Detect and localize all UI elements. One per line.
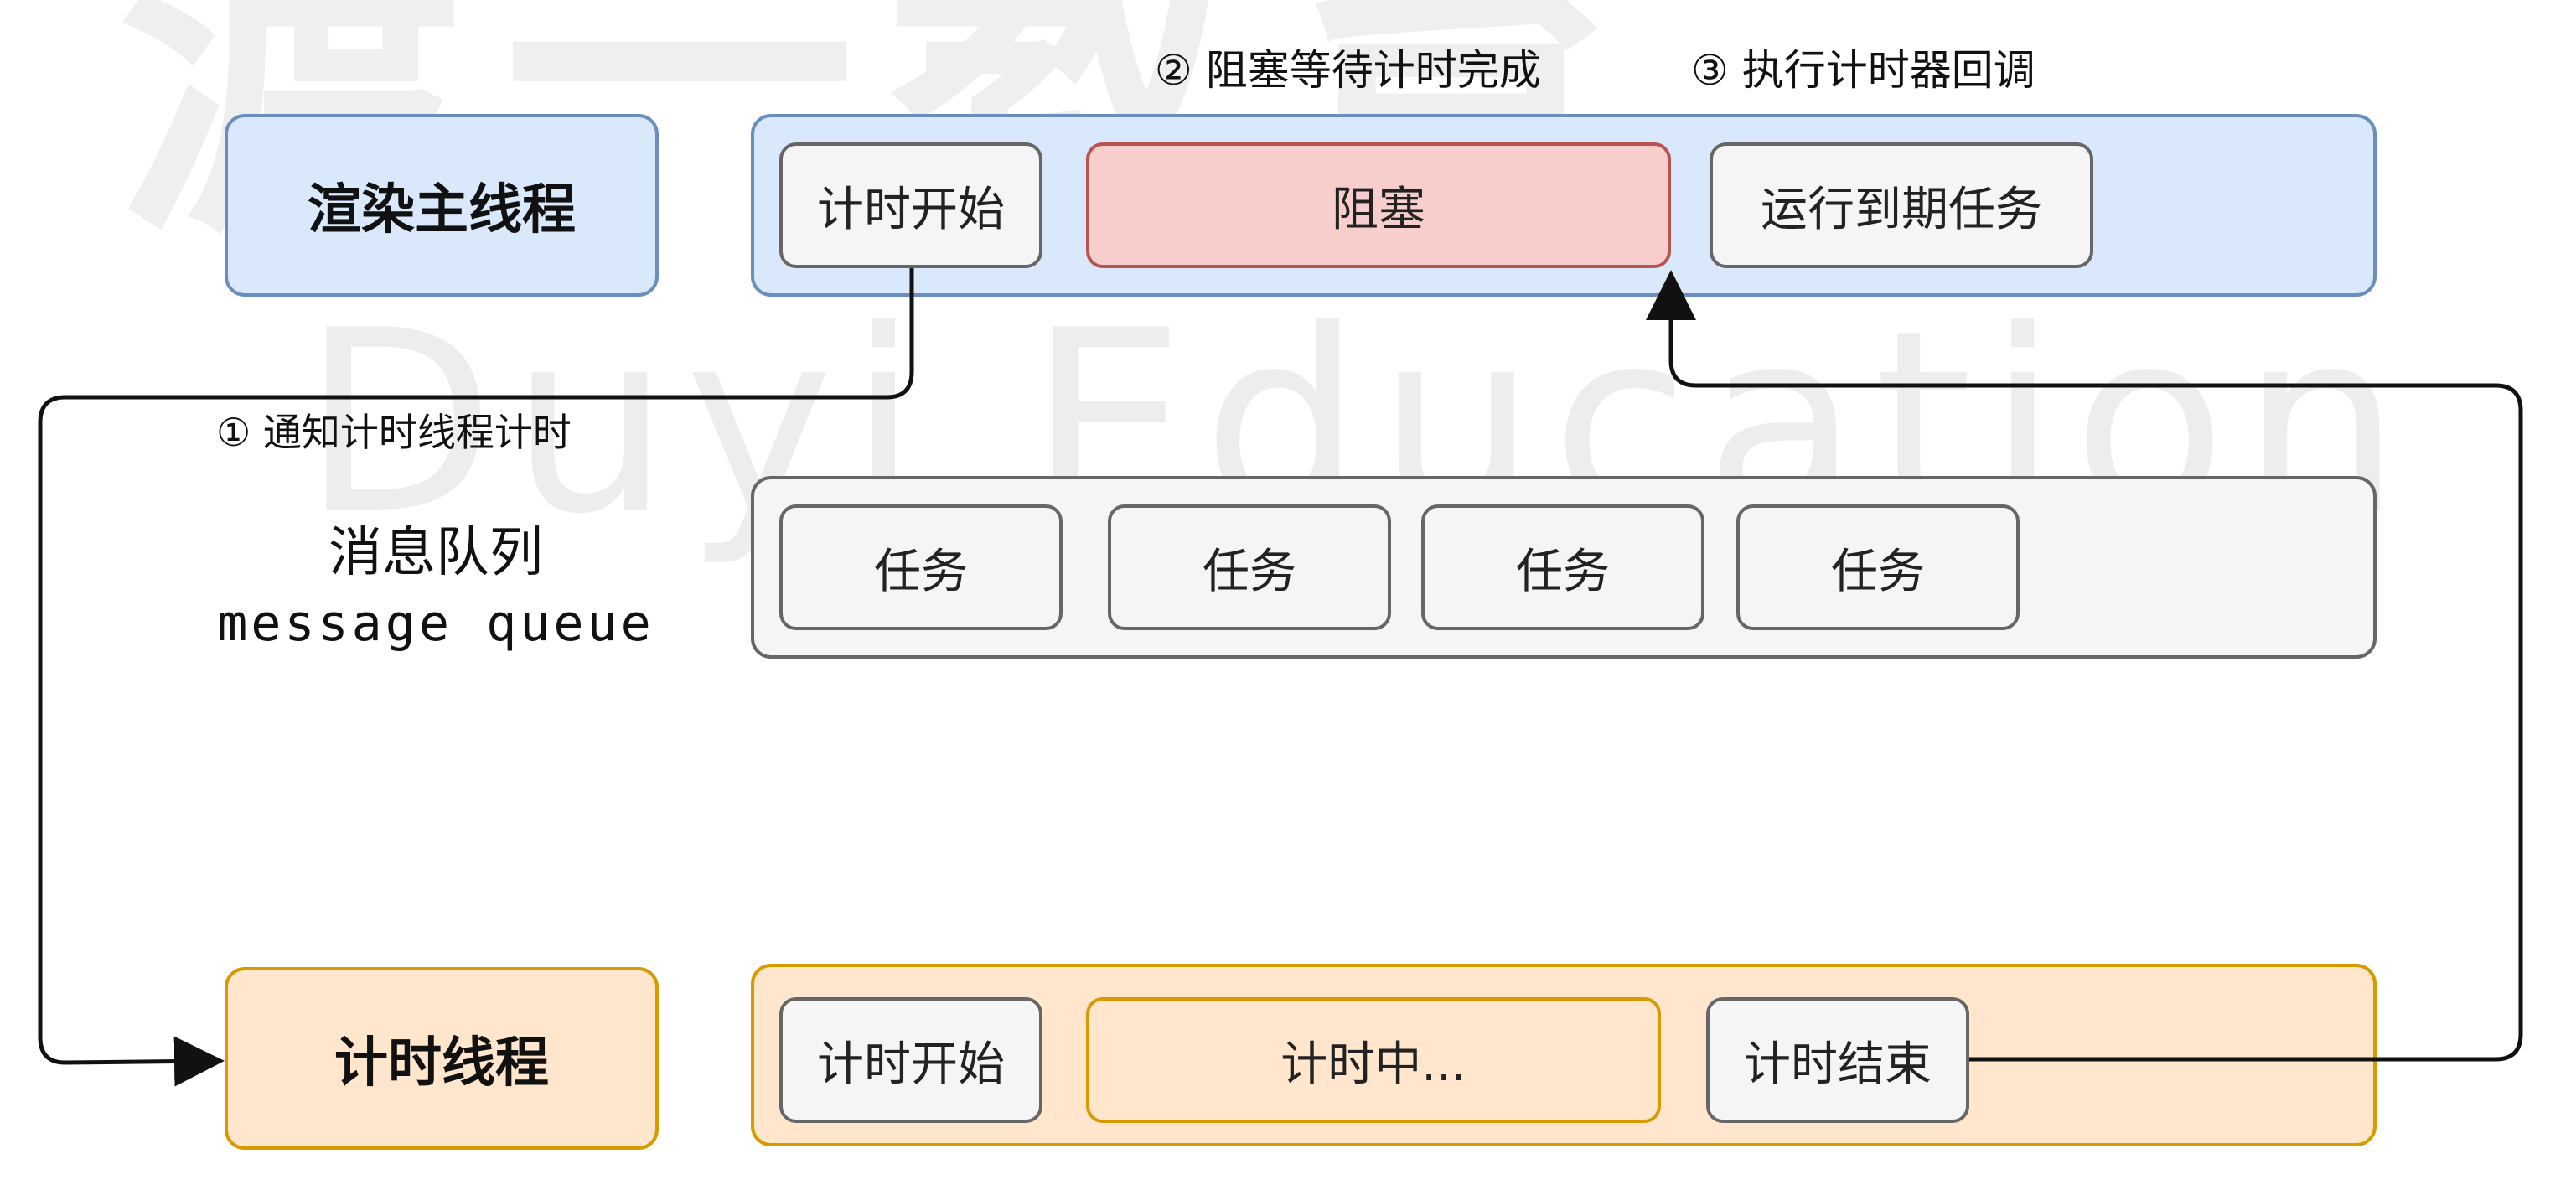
step-1-caption: ① 通知计时线程计时 <box>216 410 572 455</box>
main-thread-label-text: 渲染主线程 <box>308 179 576 241</box>
message-queue-label-cn: 消息队列 <box>328 522 543 584</box>
blocking-box: 阻塞 <box>1086 142 1671 268</box>
step-2-caption: ② 阻塞等待计时完成 <box>1155 46 1541 95</box>
message-queue-label-en: message queue <box>217 594 654 653</box>
main-thread-label: 渲染主线程 <box>225 114 659 297</box>
queue-task-text: 任务 <box>874 544 968 599</box>
message-queue-label: 消息队列 message queue <box>201 518 670 659</box>
timer-thread-label-text: 计时线程 <box>334 1032 549 1094</box>
queue-task-box: 任务 <box>1421 504 1704 630</box>
main-timer-start-text: 计时开始 <box>817 182 1005 237</box>
timer-end-box: 计时结束 <box>1706 997 1969 1123</box>
queue-task-box: 任务 <box>1736 504 2020 630</box>
timing-text: 计时中... <box>1280 1037 1466 1092</box>
run-due-task-box: 运行到期任务 <box>1710 142 2093 268</box>
timer-start-box: 计时开始 <box>779 997 1042 1123</box>
notify-timer-thread-arrow <box>38 268 914 1087</box>
queue-task-text: 任务 <box>1831 544 1925 599</box>
queue-task-text: 任务 <box>1203 544 1296 599</box>
queue-task-box: 任务 <box>779 504 1063 630</box>
run-due-task-text: 运行到期任务 <box>1761 182 2042 237</box>
blocking-text: 阻塞 <box>1332 182 1425 237</box>
timer-end-text: 计时结束 <box>1744 1037 1932 1092</box>
timing-box: 计时中... <box>1086 997 1661 1123</box>
step-3-caption: ③ 执行计时器回调 <box>1691 46 2035 95</box>
queue-task-text: 任务 <box>1516 544 1610 599</box>
main-timer-start-box: 计时开始 <box>779 142 1042 268</box>
timer-thread-label: 计时线程 <box>225 967 659 1150</box>
timer-callback-arrow <box>1646 270 2523 1062</box>
queue-task-box: 任务 <box>1108 504 1391 630</box>
timer-start-text: 计时开始 <box>817 1037 1005 1092</box>
